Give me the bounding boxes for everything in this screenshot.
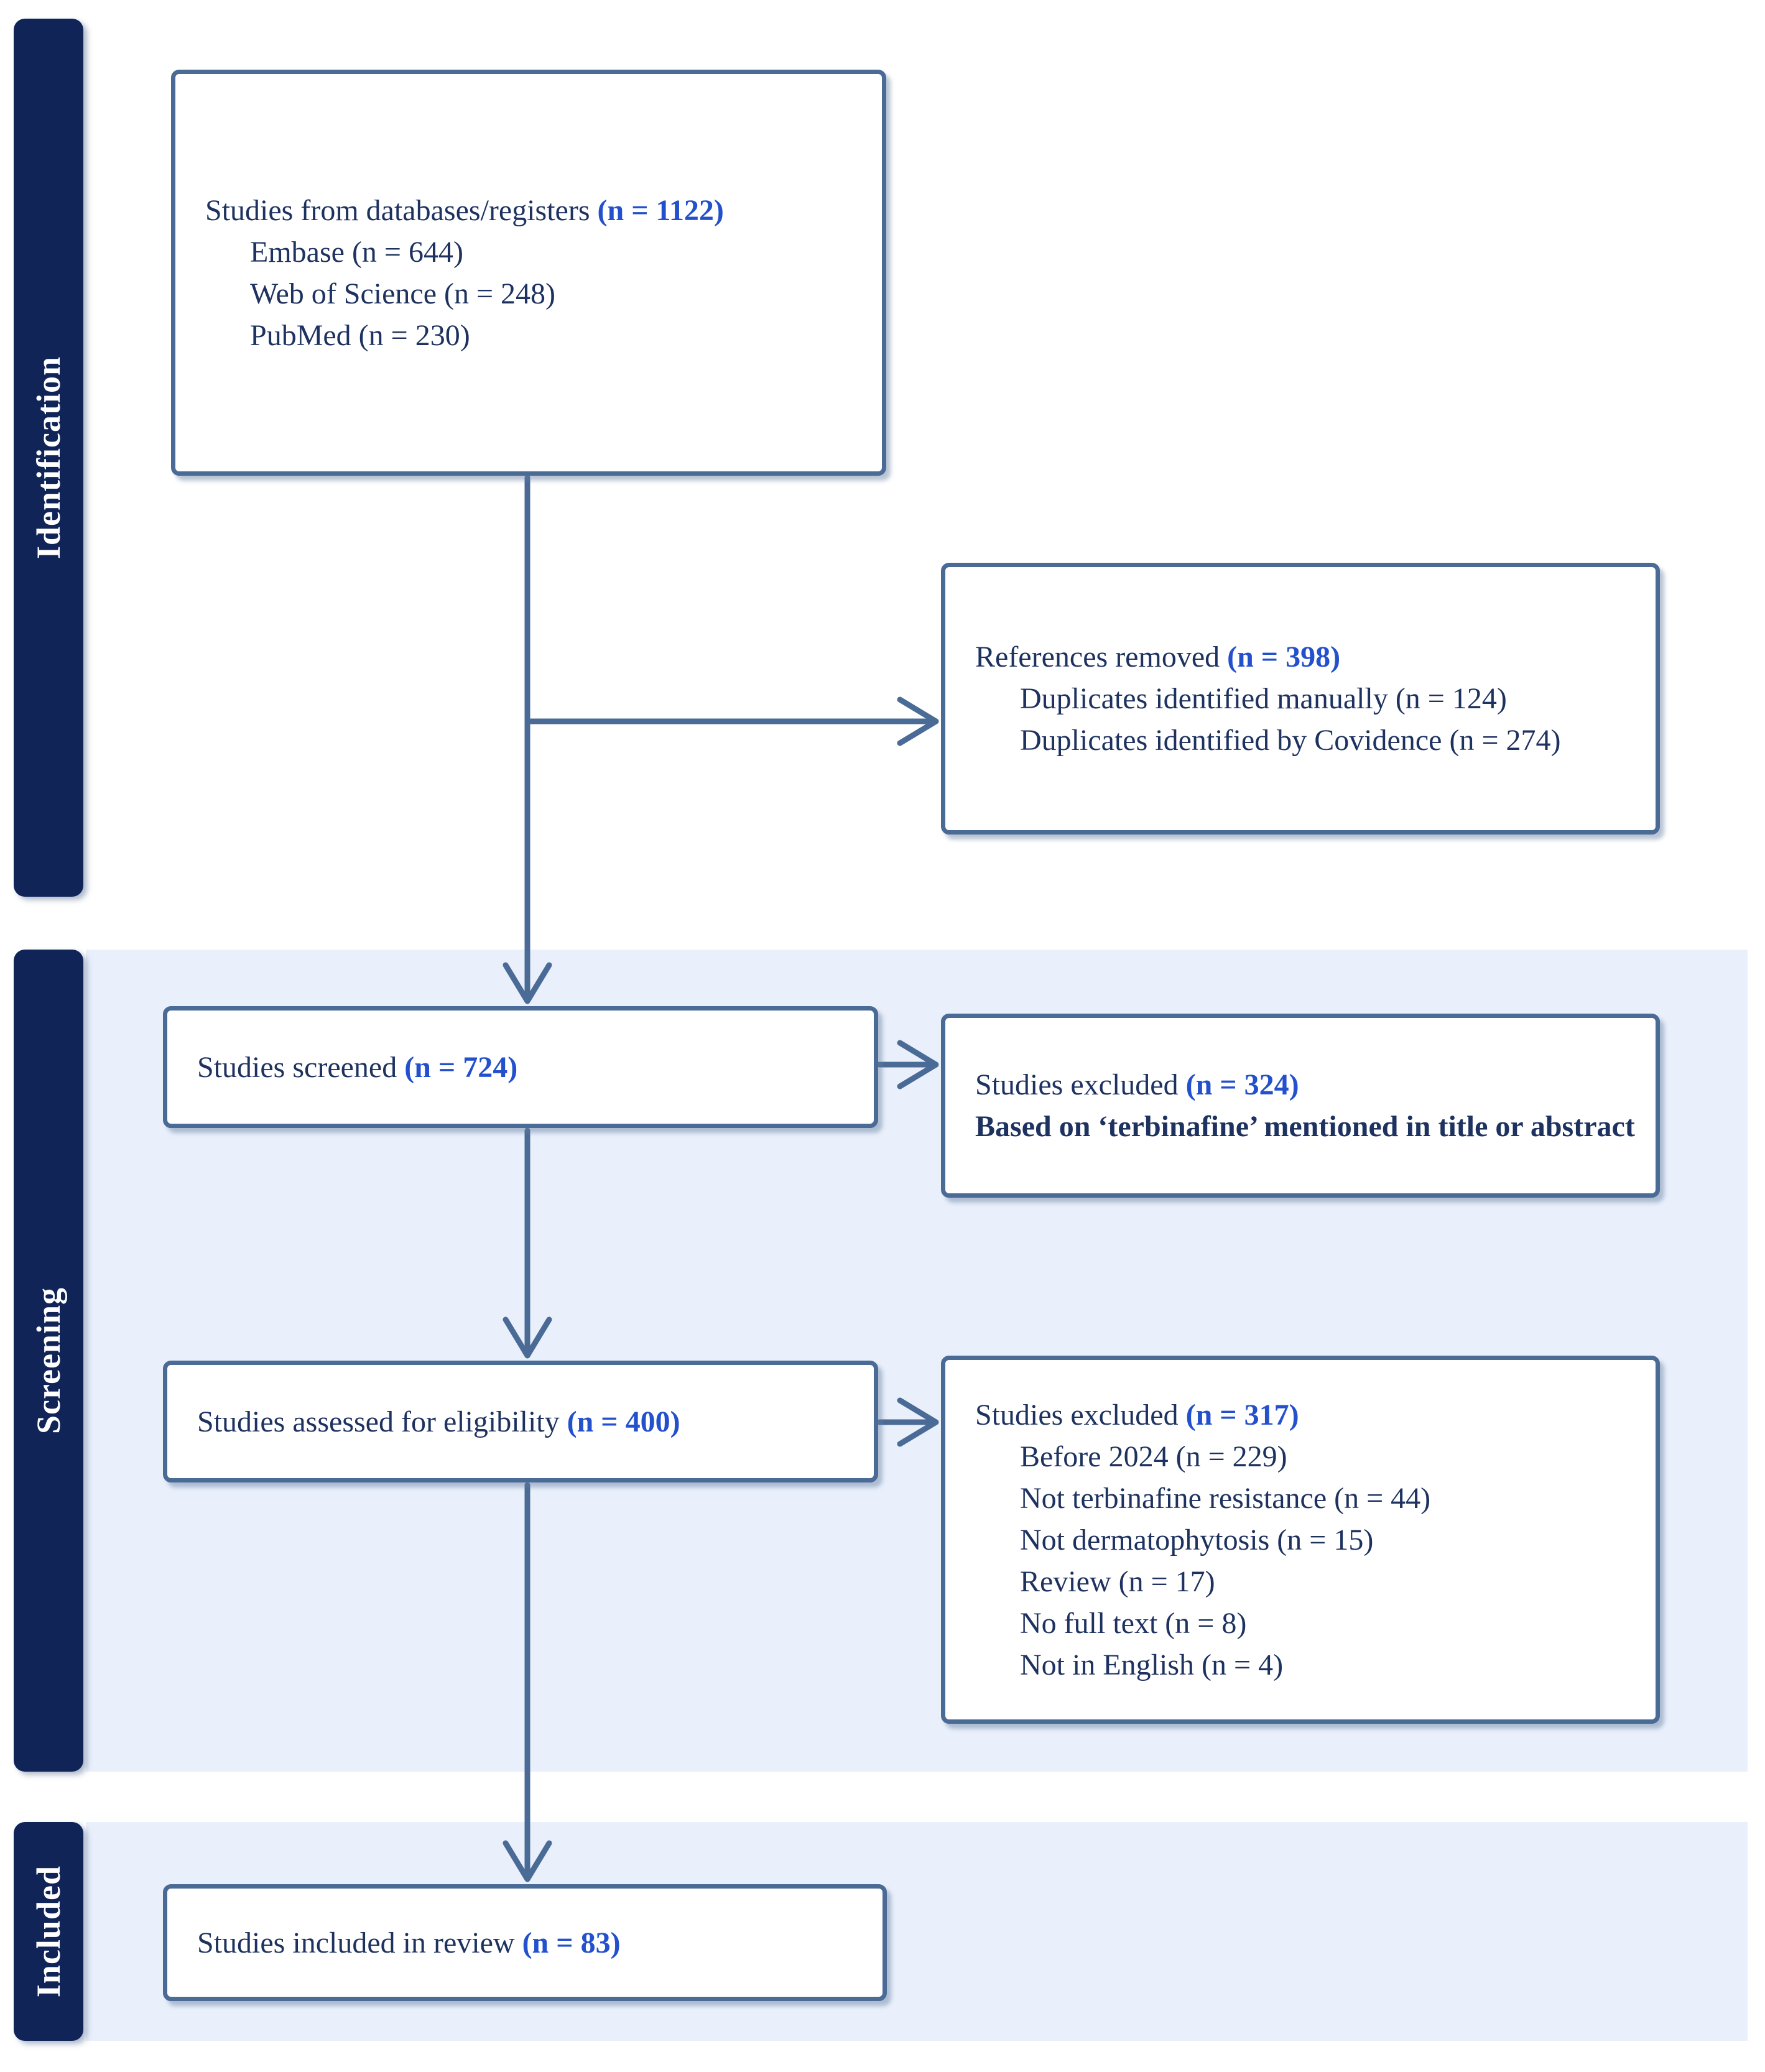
box-title: Studies screened	[197, 1050, 405, 1084]
box-studies-included: Studies included in review (n = 83)	[163, 1884, 887, 2001]
box-studies-from-databases: Studies from databases/registers (n = 11…	[171, 70, 886, 476]
box-n-value: (n = 317)	[1185, 1398, 1299, 1431]
box-n-value: (n = 1122)	[597, 193, 724, 227]
box-title-line: Studies excluded (n = 324)	[975, 1064, 1637, 1106]
box-references-removed: References removed (n = 398) Duplicates …	[941, 563, 1660, 835]
box-title-line: Studies included in review (n = 83)	[197, 1922, 864, 1964]
box-title-line: References removed (n = 398)	[975, 636, 1637, 678]
list-item: Duplicates identified manually (n = 124)	[1020, 682, 1507, 715]
box-title: Studies from databases/registers	[205, 193, 598, 227]
box-studies-excluded-screening: Studies excluded (n = 324) Based on ‘ter…	[941, 1014, 1660, 1198]
list-item: Not in English (n = 4)	[1020, 1648, 1284, 1681]
box-title-line: Studies from databases/registers (n = 11…	[205, 190, 863, 231]
box-n-value: (n = 398)	[1227, 641, 1341, 673]
box-n-value: (n = 83)	[522, 1926, 621, 1959]
rail-identification: Identification	[14, 19, 83, 897]
list-item: Before 2024 (n = 229)	[1020, 1440, 1287, 1473]
box-n-value: (n = 400)	[567, 1405, 680, 1438]
list-item: Not terbinafine resistance (n = 44)	[1020, 1481, 1431, 1515]
list-item: Embase (n = 644)	[250, 235, 463, 269]
rail-included-label: Included	[30, 1865, 67, 1998]
box-title: Studies excluded	[975, 1398, 1186, 1431]
box-title-line: Studies assessed for eligibility (n = 40…	[197, 1401, 855, 1443]
list-item: Web of Science (n = 248)	[250, 277, 556, 310]
list-item: Duplicates identified by Covidence (n = …	[1020, 724, 1561, 757]
duplicates-list: Duplicates identified manually (n = 124)…	[975, 678, 1637, 761]
box-title: Studies included in review	[197, 1926, 522, 1959]
arrow-branch-to-references-removed	[524, 696, 939, 746]
arrow-databases-to-screened	[503, 474, 552, 1004]
rail-included: Included	[14, 1822, 83, 2041]
exclusion-reason-list: Before 2024 (n = 229) Not terbinafine re…	[975, 1436, 1637, 1686]
box-n-value: (n = 324)	[1185, 1068, 1299, 1101]
box-title-line: Studies excluded (n = 317)	[975, 1394, 1637, 1436]
box-studies-assessed: Studies assessed for eligibility (n = 40…	[163, 1361, 878, 1482]
box-title: Studies excluded	[975, 1068, 1186, 1101]
box-title: Studies assessed for eligibility	[197, 1405, 567, 1438]
rail-screening-label: Screening	[30, 1287, 67, 1434]
box-studies-screened: Studies screened (n = 724)	[163, 1006, 878, 1128]
list-item: Review (n = 17)	[1020, 1565, 1215, 1598]
arrowhead-right-icon	[897, 696, 939, 746]
list-item: PubMed (n = 230)	[250, 318, 470, 352]
box-title-line: Studies screened (n = 724)	[197, 1047, 855, 1088]
list-item: No full text (n = 8)	[1020, 1606, 1247, 1640]
box-n-value: (n = 724)	[404, 1050, 518, 1084]
list-item: Not dermatophytosis (n = 15)	[1020, 1523, 1374, 1556]
rail-screening: Screening	[14, 950, 83, 1772]
exclusion-criterion-note: Based on ‘terbinafine’ mentioned in titl…	[975, 1110, 1635, 1143]
box-title: References removed	[975, 641, 1228, 673]
database-source-list: Embase (n = 644) Web of Science (n = 248…	[205, 231, 863, 356]
rail-identification-label: Identification	[30, 356, 67, 559]
box-studies-excluded-eligibility: Studies excluded (n = 317) Before 2024 (…	[941, 1356, 1660, 1724]
